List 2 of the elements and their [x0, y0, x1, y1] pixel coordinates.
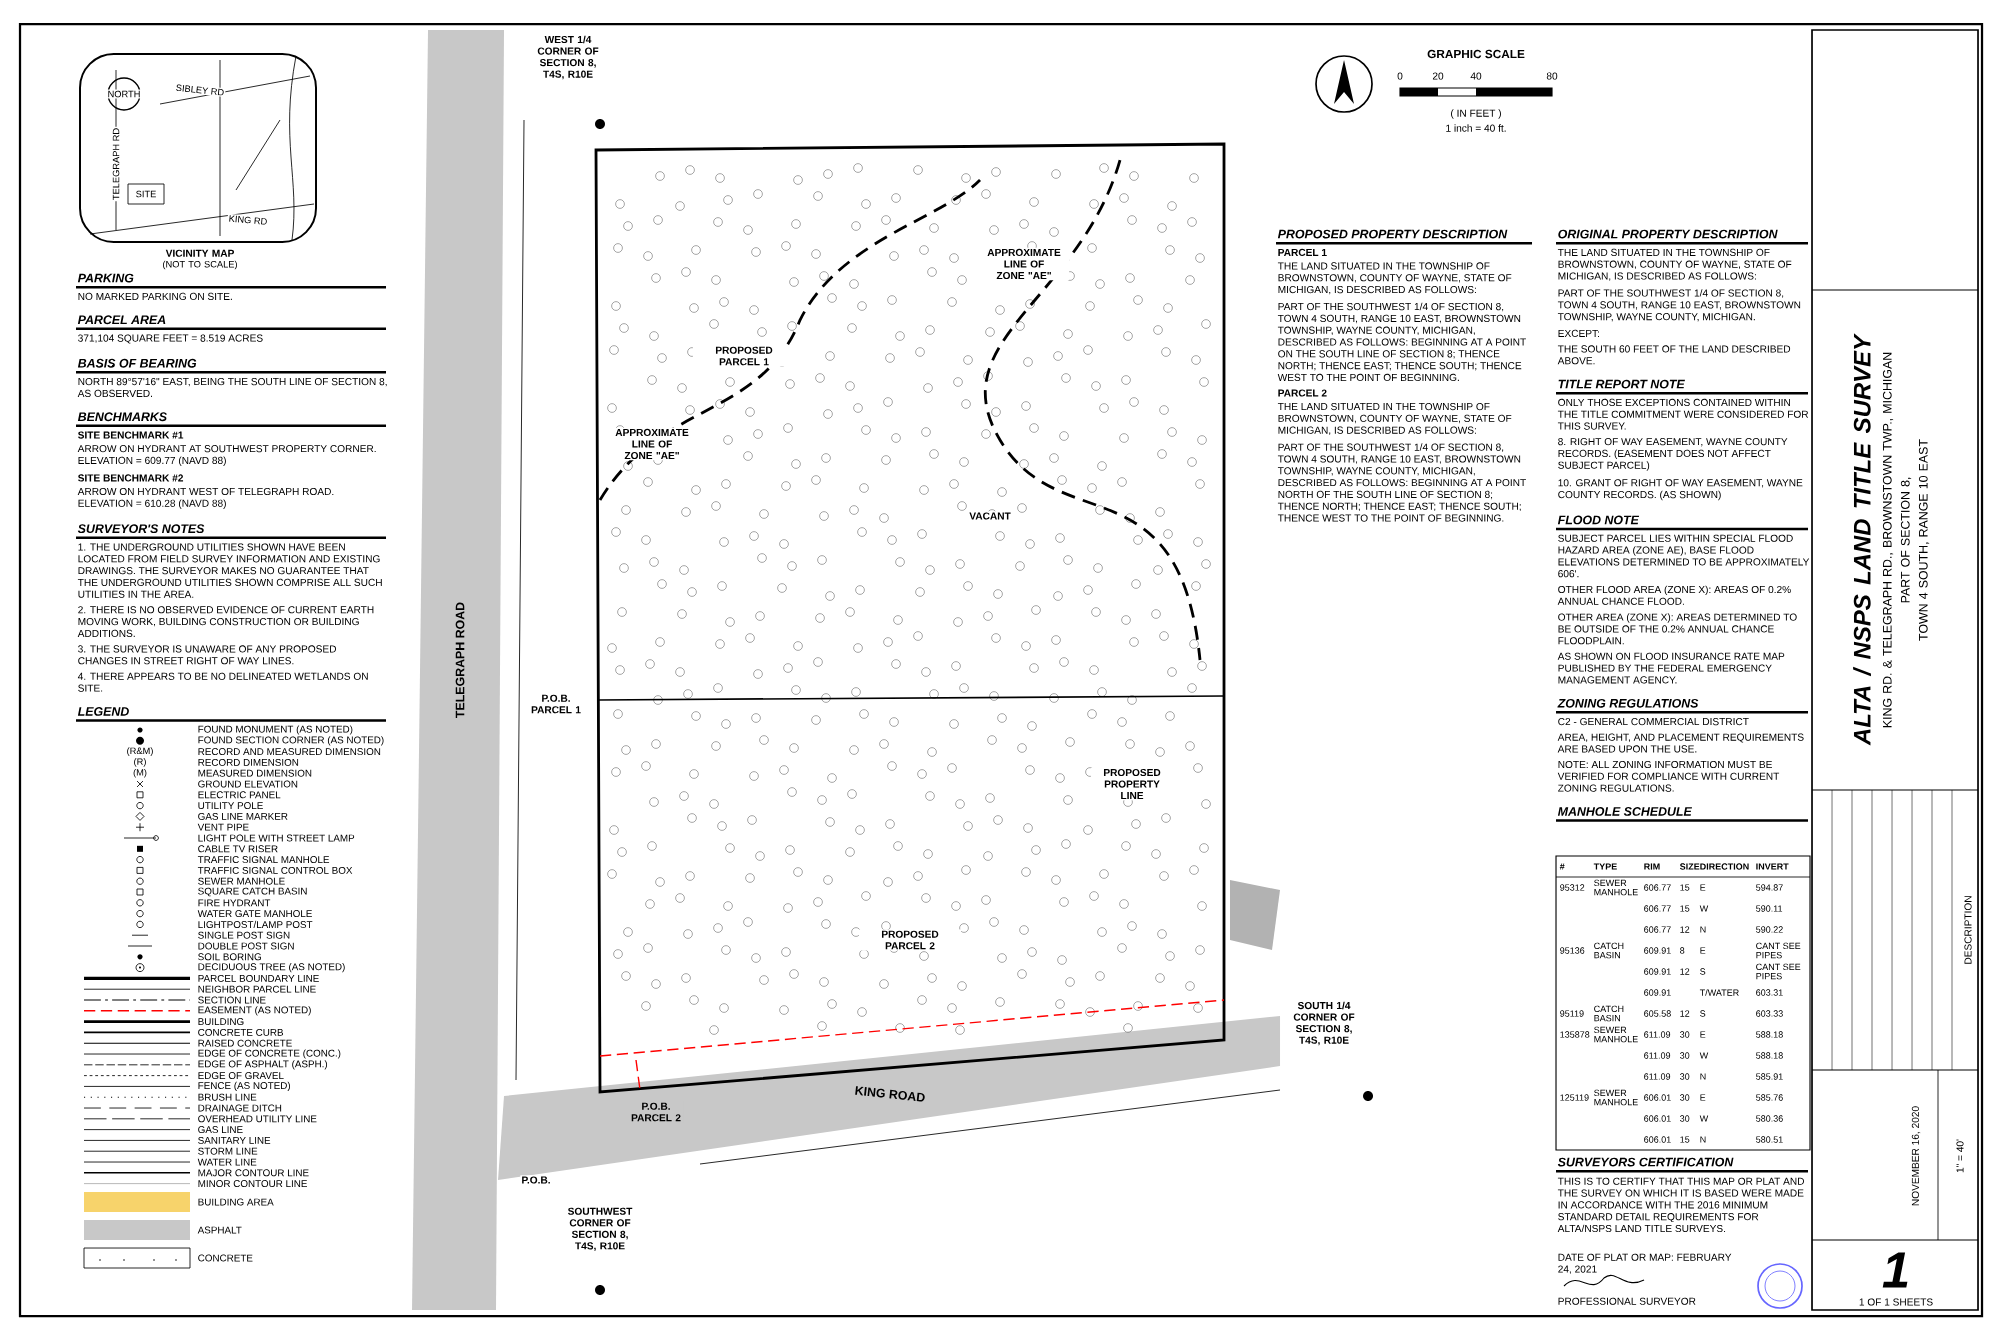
sheet-number: 1 [1882, 1252, 1908, 1288]
drawing-title: ALTA / NSPS LAND TITLE SURVEY [1853, 333, 1871, 746]
